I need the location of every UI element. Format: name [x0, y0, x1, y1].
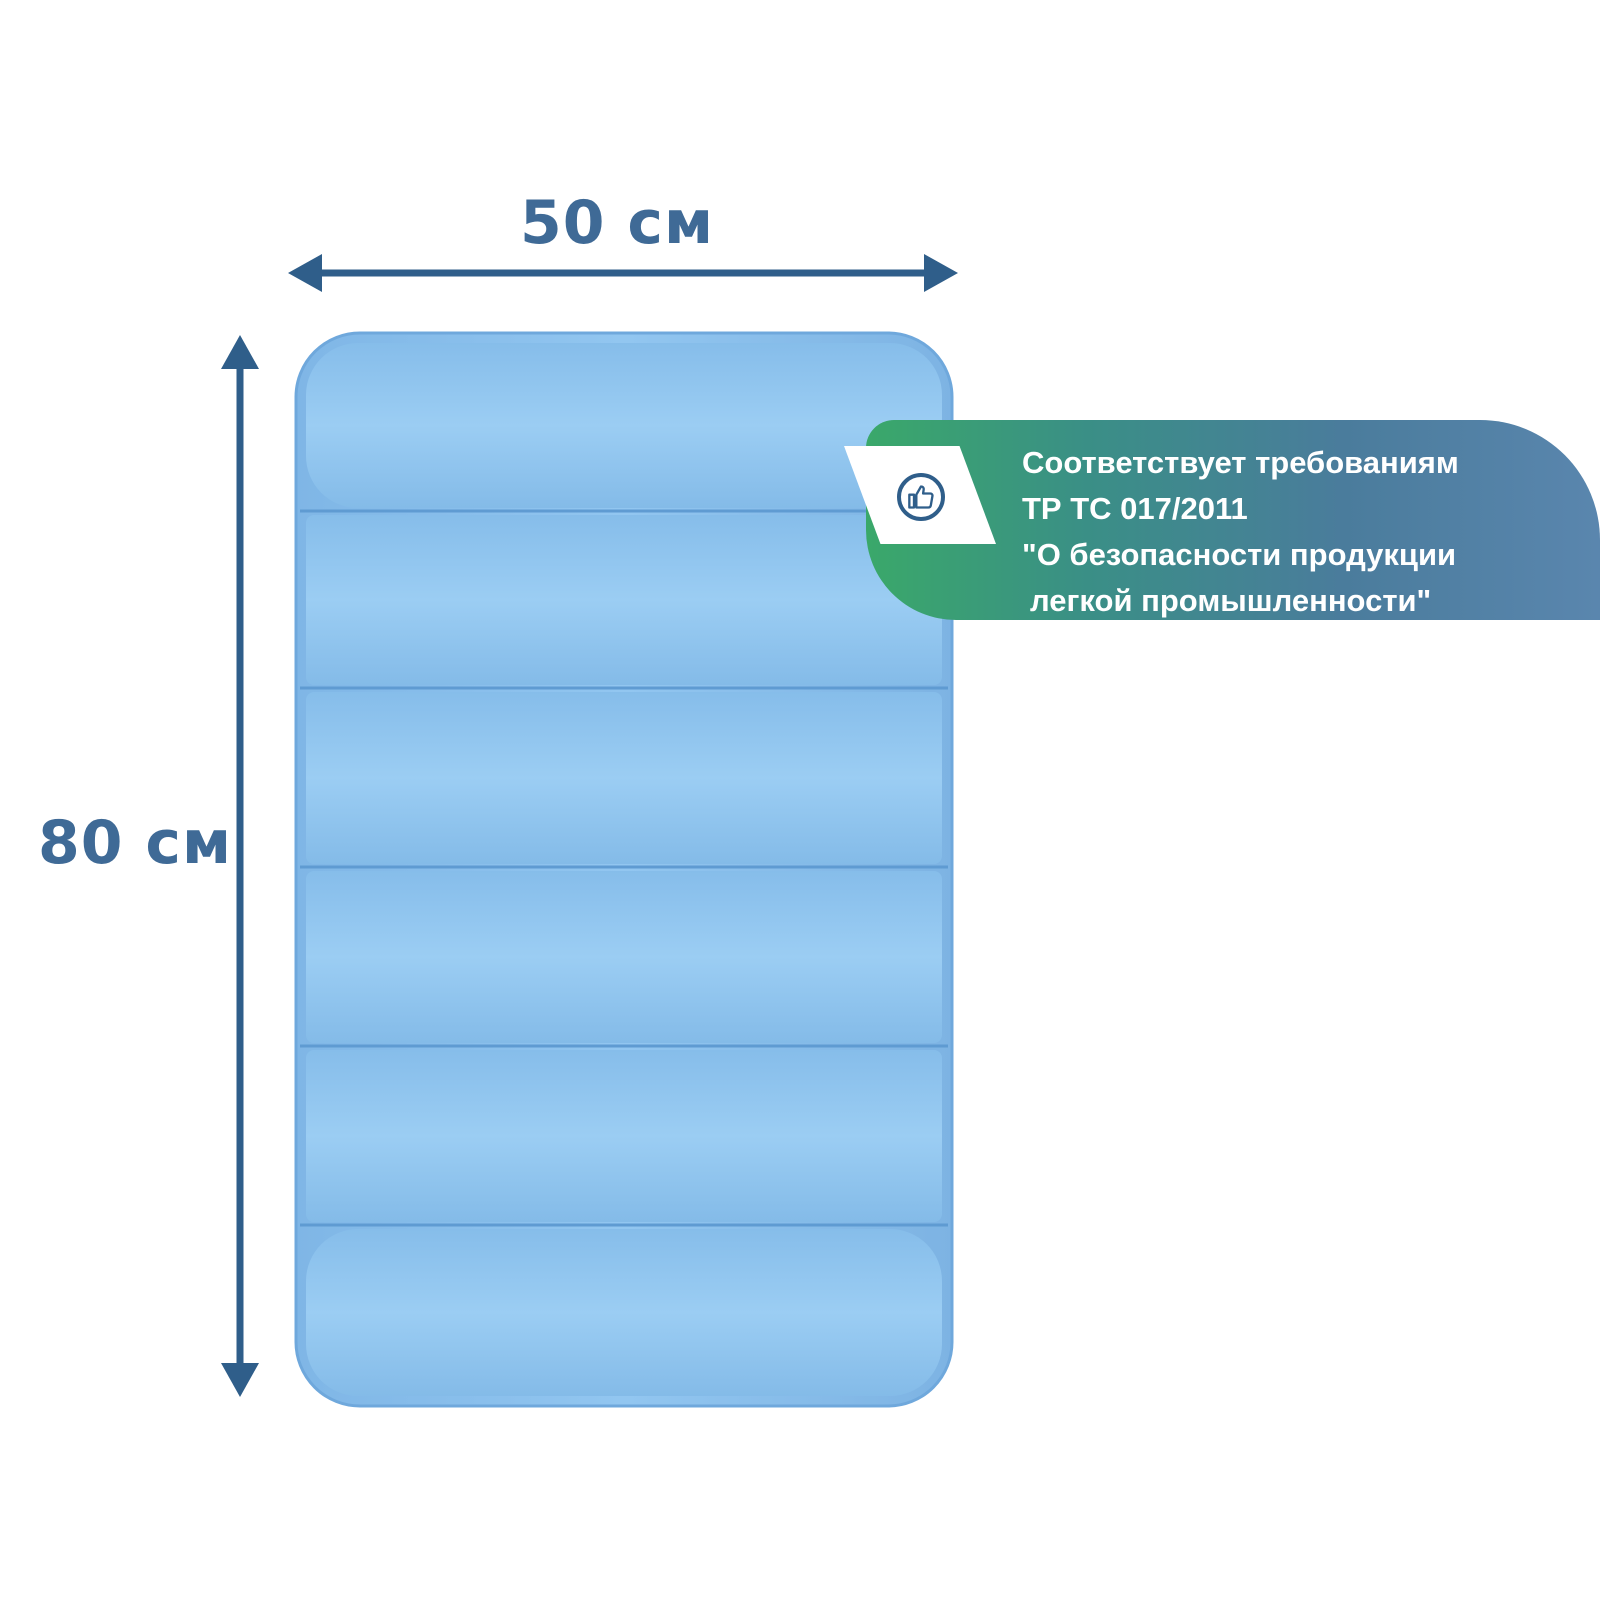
certificate-badge: [866, 420, 1600, 620]
certificate-text: Соответствует требованиям ТР ТС 017/2011…: [1022, 440, 1459, 624]
certificate-line-2: ТР ТС 017/2011: [1022, 491, 1248, 526]
height-arrow: [221, 335, 259, 1397]
mat-segment: [306, 871, 942, 1043]
mat-segment: [306, 1050, 942, 1222]
certificate-line-3: "О безопасности продукции: [1022, 537, 1457, 572]
height-label: 80 см: [38, 808, 232, 878]
mat-segment: [306, 1229, 942, 1396]
thumbs-up-icon: [897, 473, 945, 521]
width-arrow: [288, 254, 958, 292]
mat-segment: [306, 515, 942, 685]
mat-segment: [306, 343, 942, 508]
mat-segment: [306, 692, 942, 864]
certificate-line-4: легкой промышленности": [1030, 583, 1432, 618]
width-label: 50 см: [520, 188, 714, 258]
mat-seams: [300, 509, 948, 1227]
certificate-line-1: Соответствует требованиям: [1022, 445, 1459, 480]
